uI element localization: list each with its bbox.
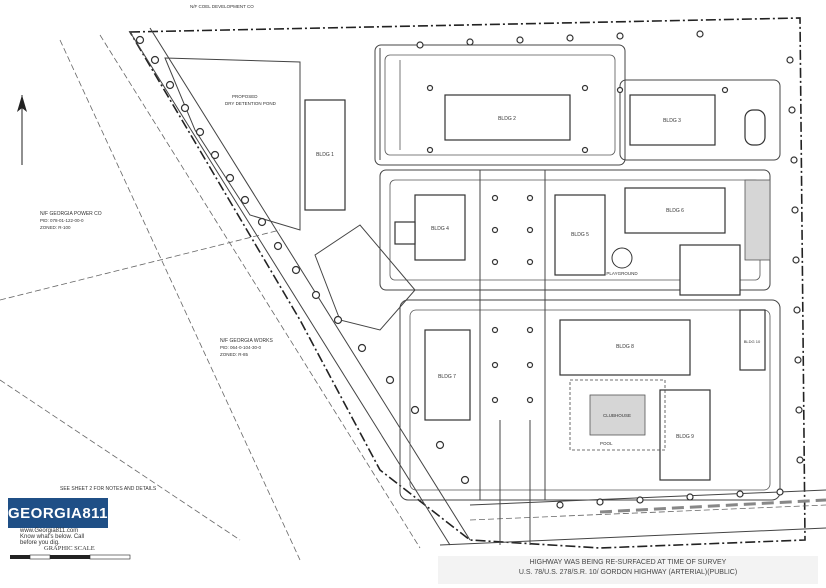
highway-note: HIGHWAY WAS BEING RE-SURFACED AT TIME OF… (438, 556, 818, 584)
svg-text:ZONED: R-100: ZONED: R-100 (40, 225, 71, 230)
building-10 (739, 309, 766, 371)
building-8 (559, 319, 691, 376)
pool-deck (569, 379, 666, 451)
detention-pond (164, 57, 301, 231)
tree-symbols (135, 30, 804, 509)
garages-east (679, 244, 741, 296)
svg-text:BLDG 7: BLDG 7 (438, 374, 456, 380)
building-6 (624, 187, 726, 234)
svg-text:ZONED: R-85: ZONED: R-85 (220, 352, 249, 357)
playground (611, 247, 633, 269)
georgia-811-logo: GEORGIA811 (8, 498, 108, 528)
svg-text:PROPOSED: PROPOSED (232, 94, 258, 99)
building-9 (659, 389, 711, 481)
railroad-corridor (0, 27, 471, 561)
building-2 (444, 94, 571, 141)
building-7 (424, 329, 471, 421)
svg-text:PID: 064-0-104-30-0: PID: 064-0-104-30-0 (220, 345, 262, 350)
svg-text:POOL: POOL (600, 441, 613, 446)
building-3 (629, 94, 716, 146)
building-1 (304, 99, 346, 211)
amenities: CLUBHOUSE POOL PLAYGROUND (569, 247, 666, 451)
mail-kiosk (394, 221, 416, 245)
property-boundary (128, 17, 806, 549)
garages-south (744, 179, 771, 261)
maintenance-building (744, 109, 766, 146)
notes-reference: SEE SHEET 2 FOR NOTES AND DETAILS (60, 486, 157, 492)
svg-text:BLDG 9: BLDG 9 (676, 434, 694, 440)
highway (439, 489, 826, 546)
svg-text:BLDG 2: BLDG 2 (498, 116, 516, 122)
owner-label-top: N/F COEL DEVELOPMENT CO (190, 4, 254, 9)
svg-text:BLDG 5: BLDG 5 (571, 232, 589, 238)
svg-text:BLDG 4: BLDG 4 (431, 226, 449, 232)
north-arrow-icon (17, 95, 27, 165)
buildings: BLDG 1 BLDG 2 BLDG 3 BLDG 4 BLDG 5 BLDG … (304, 94, 771, 481)
owner-label-sw: N/F GEORGIA WORKS (220, 338, 273, 344)
owner-label-power-co: N/F GEORGIA POWER CO (40, 211, 102, 217)
svg-text:BLDG 1: BLDG 1 (316, 152, 334, 158)
graphic-scale-label: GRAPHIC SCALE (44, 545, 95, 552)
svg-text:PLAYGROUND: PLAYGROUND (606, 271, 638, 276)
svg-text:BLDG 6: BLDG 6 (666, 208, 684, 214)
georgia-811-tagline: www.Georgia811.com Know what's below. Ca… (20, 528, 85, 546)
graphic-scale-bar (10, 554, 131, 560)
svg-text:DRY DETENTION POND: DRY DETENTION POND (225, 101, 277, 106)
svg-text:BLDG 3: BLDG 3 (663, 118, 681, 124)
svg-text:BLDG 8: BLDG 8 (616, 344, 634, 350)
building-5 (554, 194, 606, 276)
svg-text:CLUBHOUSE: CLUBHOUSE (603, 413, 631, 418)
svg-text:PID: 078-01-122-00-0: PID: 078-01-122-00-0 (40, 218, 84, 223)
clubhouse (589, 394, 646, 436)
svg-text:BLDG 10: BLDG 10 (744, 339, 761, 344)
